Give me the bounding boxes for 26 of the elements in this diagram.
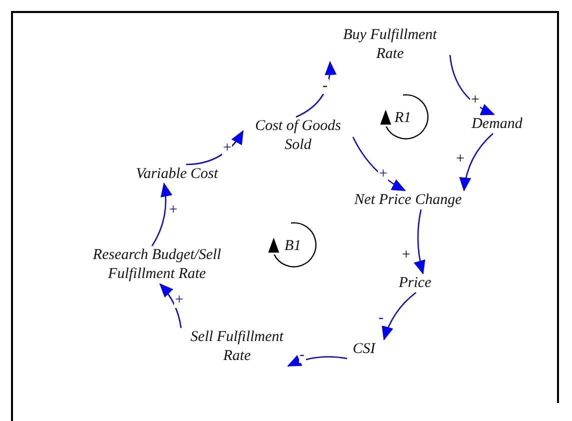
polarity-sign: +: [174, 292, 184, 308]
causal-arrow: [382, 292, 416, 340]
loop-label: B1: [284, 238, 302, 254]
variable-label: Variable Cost: [117, 164, 237, 184]
causal-arrow: [186, 130, 244, 166]
causal-arrow: [460, 133, 494, 192]
variable-label: Buy Fulfillment Rate: [330, 26, 450, 64]
loop-label: R1: [394, 110, 412, 126]
causal-arrow: [151, 182, 172, 246]
polarity-sign: -: [322, 78, 328, 94]
polarity-sign: +: [470, 92, 480, 108]
causal-arrow: [352, 136, 406, 192]
causal-arrow: [449, 54, 495, 116]
variable-label: Cost of Goods Sold: [243, 117, 353, 155]
variable-label: CSI: [344, 340, 384, 358]
variable-label: Sell Fulfillment Rate: [177, 328, 297, 366]
variable-label: Research Budget/Sell Fulfillment Rate: [72, 246, 242, 284]
causal-arrow: [287, 355, 348, 367]
causal-arrow: [296, 61, 336, 118]
causal-arrow: [159, 283, 182, 328]
variable-label: Demand: [457, 114, 537, 134]
polarity-sign: +: [378, 166, 388, 182]
variable-label: Price: [385, 274, 445, 292]
causal-arrow: [414, 209, 426, 274]
variable-label: Net Price Change: [333, 190, 483, 210]
polarity-sign: +: [222, 140, 232, 156]
